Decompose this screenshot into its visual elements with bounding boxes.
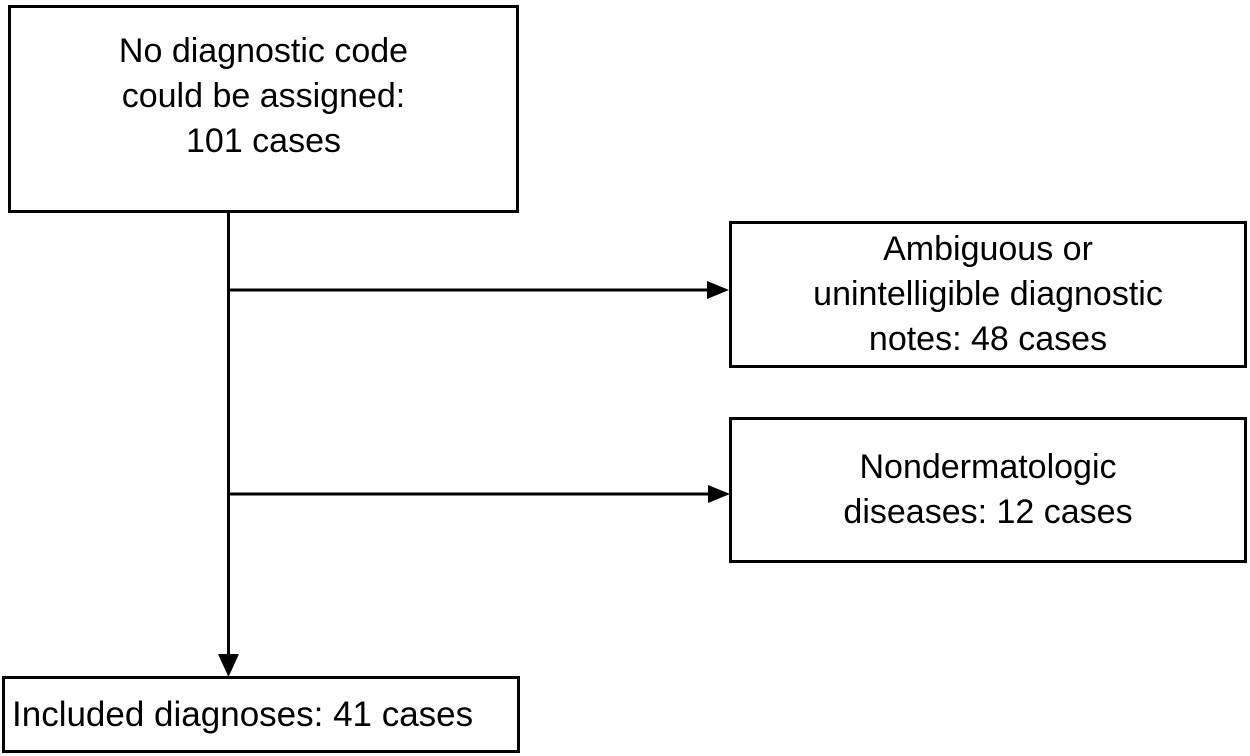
node-excluded-nondermatologic-label: Nondermatologic diseases: 12 cases <box>843 448 1133 531</box>
flowchart-node-excluded-ambiguous: Ambiguous or unintelligible diagnostic n… <box>729 221 1247 368</box>
flowchart-node-source: No diagnostic code could be assigned: 10… <box>8 5 519 213</box>
node-source-label: No diagnostic code could be assigned: 10… <box>118 32 409 160</box>
arrowhead-right-ambiguous <box>707 281 729 299</box>
flowchart-node-included: Included diagnoses: 41 cases <box>2 676 520 753</box>
flowchart-node-excluded-nondermatologic: Nondermatologic diseases: 12 cases <box>729 417 1247 563</box>
arrowhead-right-nondermatologic <box>708 485 730 503</box>
node-included-label: Included diagnoses: 41 cases <box>12 695 474 734</box>
arrowhead-down <box>218 654 239 677</box>
node-excluded-ambiguous-label: Ambiguous or unintelligible diagnostic n… <box>813 230 1163 358</box>
